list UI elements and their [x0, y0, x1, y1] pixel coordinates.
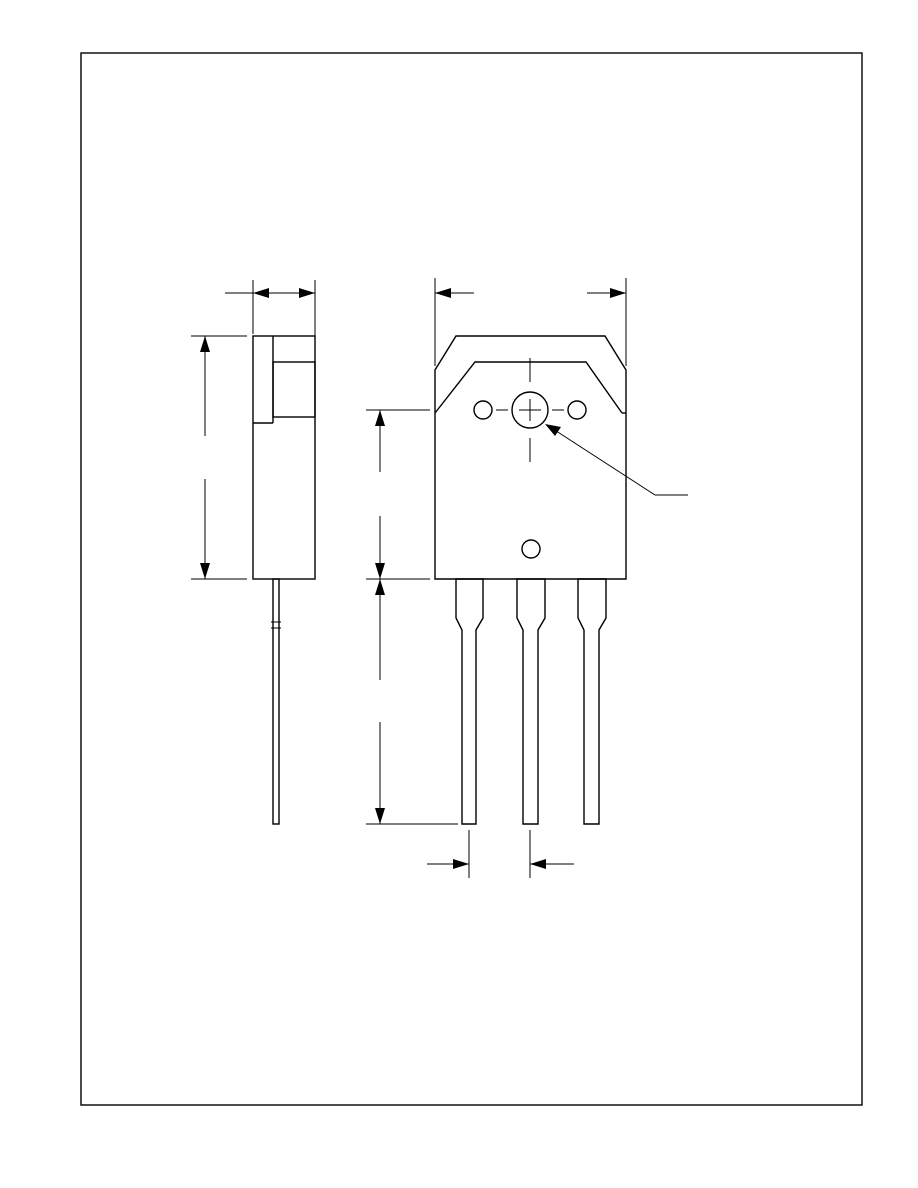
side-view-heatsink-boss: [272, 361, 316, 418]
lead-length-arrow-bottom: [375, 808, 385, 824]
thickness-arrow-right: [299, 288, 315, 298]
height-arrow-top: [200, 336, 210, 352]
small-hole-left: [473, 400, 493, 420]
side-view: [191, 280, 316, 825]
drawing-frame: [80, 52, 863, 1106]
small-hole-bottom: [521, 539, 541, 559]
hole-height-arrow-top: [375, 410, 385, 426]
width-arrow-left: [435, 288, 451, 298]
width-arrow-right: [610, 288, 626, 298]
side-view-lead: [272, 578, 280, 825]
lead-length-arrow-top: [375, 579, 385, 595]
lead-2: [516, 578, 546, 825]
hole-height-arrow-bottom: [375, 563, 385, 579]
leader-arrow: [545, 424, 561, 436]
small-hole-right: [567, 400, 587, 420]
pitch-arrow-right: [530, 859, 546, 869]
height-arrow-bottom: [200, 563, 210, 579]
side-view-body: [252, 335, 316, 580]
leader-line: [549, 426, 656, 496]
thickness-arrow-left: [253, 288, 269, 298]
lead-1: [455, 578, 484, 825]
lead-3: [577, 578, 607, 825]
mounting-hole: [511, 391, 549, 429]
pitch-arrow-left: [453, 859, 469, 869]
front-view: [366, 278, 688, 878]
